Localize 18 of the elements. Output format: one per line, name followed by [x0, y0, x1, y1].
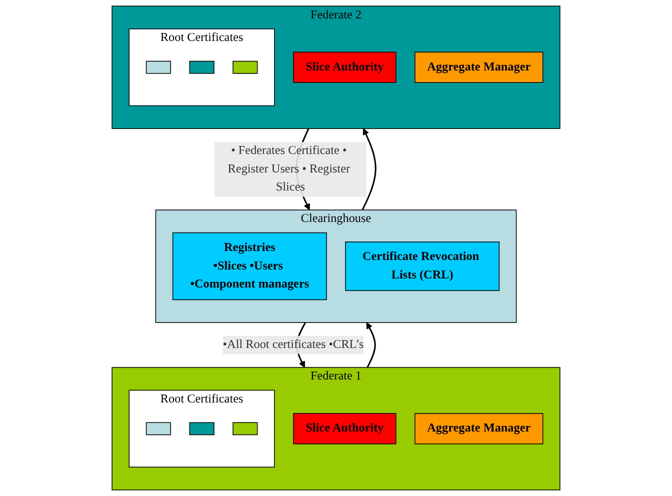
node-box: Slice Authority [293, 413, 396, 444]
cluster: Root Certificates [128, 28, 275, 106]
node-box: Aggregate Manager [414, 52, 544, 83]
arrow [366, 322, 376, 368]
node-box [232, 60, 258, 74]
cluster: Root Certificates [128, 390, 275, 468]
node-box: Aggregate Manager [414, 413, 544, 444]
node-box: Registries •Slices •Users •Component managers [172, 232, 327, 300]
node-box [146, 60, 171, 74]
node-box [232, 422, 258, 436]
edge-label: •All Root certificates •CRL’s [222, 338, 364, 351]
edge-label: • Federates Certificate • Register Users • Register Slices [228, 144, 350, 194]
node-box [189, 422, 214, 436]
arrow [362, 128, 376, 210]
node-box: Certificate Revocation Lists (CRL) [345, 242, 500, 291]
node-box: Slice Authority [293, 52, 396, 83]
node-box [189, 60, 214, 74]
node-box [146, 422, 171, 436]
